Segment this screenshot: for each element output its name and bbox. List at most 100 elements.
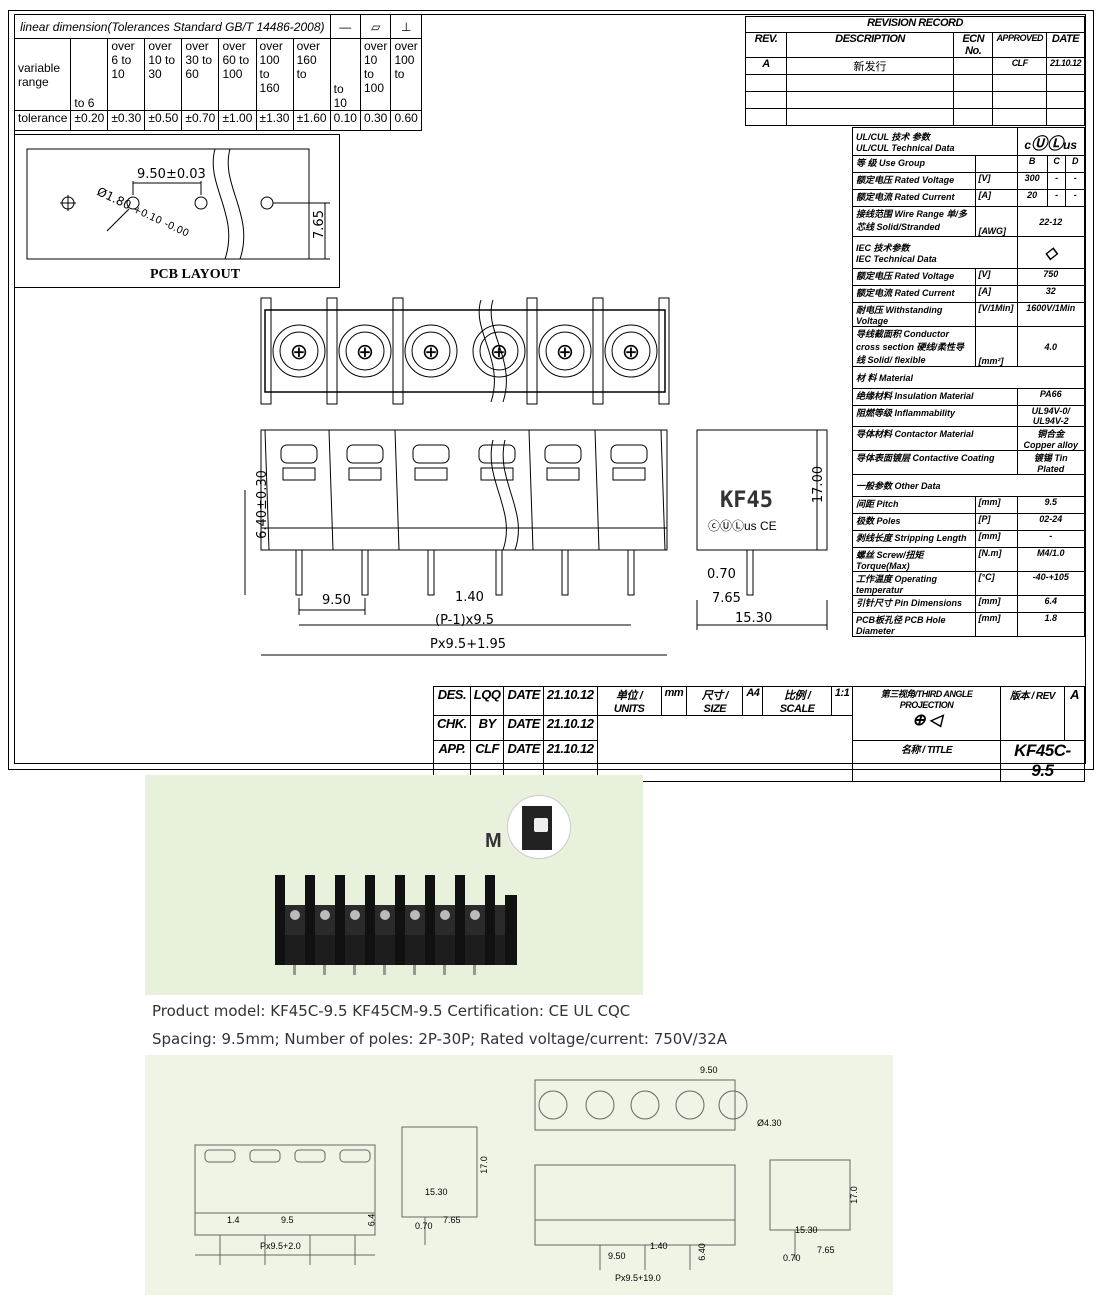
bottom-left-pin-dim: 1.4 xyxy=(227,1215,240,1225)
rev-header: REV. xyxy=(745,32,787,58)
pcb-height-dim: 7.65 xyxy=(311,210,327,239)
bottom-right-pin-dim: 1.40 xyxy=(650,1241,668,1251)
spec-unit: [N.m] xyxy=(974,547,1018,572)
spec-unit: [mm] xyxy=(974,496,1018,514)
spec-value: - xyxy=(1046,172,1067,190)
spec-unit: [mm] xyxy=(974,530,1018,548)
spec-label: 额定电压 Rated Voltage xyxy=(852,268,976,286)
range-cell: over 10 to 30 xyxy=(144,38,183,111)
spec-label: 导线截面积 Conductor cross section 硬线/柔性导线 So… xyxy=(852,326,976,367)
spec-label: 工作温度 Operating temperatur xyxy=(852,571,976,596)
title-cell: 21.10.12 xyxy=(542,686,598,716)
spec-value: 4.0 xyxy=(1016,326,1085,367)
spec-value: UL94V-0/ UL94V-2 xyxy=(1016,405,1085,427)
spec-label: 导体材料 Contactor Material xyxy=(852,426,1018,451)
range-cell: over 100 to 160 xyxy=(255,38,294,111)
range-cell: to 10 xyxy=(329,38,361,111)
svg-text:⊕: ⊕ xyxy=(622,340,640,365)
spec-value: - xyxy=(1046,189,1067,207)
spec-label: 额定电压 Rated Voltage xyxy=(852,172,976,190)
spec-value: 32 xyxy=(1016,285,1085,303)
spec-value: D xyxy=(1065,155,1085,173)
spec-value: 铜合金 Copper alloy xyxy=(1016,426,1085,451)
range-cell: over 160 to xyxy=(292,38,331,111)
revision-table: REVISION RECORD REV. DESCRIPTION ECN No.… xyxy=(745,16,1086,126)
svg-text:⊕: ⊕ xyxy=(290,340,308,365)
tolerance-value: ±1.60 xyxy=(292,110,331,131)
projection-cell: 第三视角/THIRD ANGLE PROJECTION ⊕ ◁ xyxy=(852,686,1001,741)
bottom-left-pitch-dim: 9.5 xyxy=(281,1215,294,1225)
pin-width-dim: 1.40 xyxy=(455,590,484,605)
spec-value: PA66 xyxy=(1016,388,1085,406)
spec-label: 阻燃等级 Inflammability xyxy=(852,405,1018,427)
ecn-header: ECN No. xyxy=(952,32,994,58)
straightness-symbol: — xyxy=(329,14,361,39)
pcb-pitch-dim: 9.50±0.03 xyxy=(137,167,206,182)
spec-value: 02-24 xyxy=(1016,513,1085,531)
approved-header: APPROVED xyxy=(992,32,1047,58)
material-title: 材 料 Material xyxy=(852,366,1085,389)
pcb-layout-box: 9.50±0.03 Ø1.80 +0.10 -0.00 7.65 PCB LAY… xyxy=(14,134,340,288)
bottom-right-pitch-dim: 9.50 xyxy=(608,1251,626,1261)
spec-value: 300 xyxy=(1016,172,1048,190)
spec-unit: [mm] xyxy=(974,595,1018,613)
spec-value: 750 xyxy=(1016,268,1085,286)
name-label: 名称 / TITLE xyxy=(852,740,1001,782)
span-dim: (P-1)x9.5 xyxy=(435,613,495,628)
range-cell: over 100 to xyxy=(390,38,422,111)
bottom-side-width-dim: 15.30 xyxy=(425,1187,448,1197)
variant-inset xyxy=(507,795,571,859)
other-title: 一般参数 Other Data xyxy=(852,474,1085,497)
svg-text:⊕: ⊕ xyxy=(356,340,374,365)
iec-title-cn: IEC 技术参数 xyxy=(856,243,910,253)
side-cert-marks: ⓒⓊⓁus CE xyxy=(708,519,777,533)
tolerance-value: 0.60 xyxy=(390,110,422,131)
spec-value: - xyxy=(1065,189,1085,207)
tolerance-value: ±1.00 xyxy=(218,110,257,131)
height-dim: 6.40±0.30 xyxy=(254,470,270,539)
range-cell: to 6 xyxy=(70,38,109,111)
title-cell: LQQ xyxy=(469,686,505,716)
vde-logo-icon: ◇ xyxy=(1016,236,1085,269)
svg-text:⊕: ⊕ xyxy=(422,340,440,365)
title-cell: DATE xyxy=(503,686,544,716)
spec-unit: [mm] xyxy=(974,612,1018,637)
spec-value: 20 xyxy=(1016,189,1048,207)
spec-value: -40-+105 xyxy=(1016,571,1085,596)
tolerance-value: 0.10 xyxy=(329,110,361,131)
bottom-top-hole-dim: Ø4.30 xyxy=(757,1118,782,1128)
variable-range-label: variable range xyxy=(13,38,72,111)
scale-label: 比例 / SCALE xyxy=(762,686,832,716)
tolerance-value: ±0.20 xyxy=(70,110,109,131)
bottom-side-height-dim: 17.0 xyxy=(478,1156,489,1174)
tolerance-title: linear dimension(Tolerances Standard GB/… xyxy=(14,14,331,39)
title-cell: BY xyxy=(469,715,505,741)
side-height-dim: 17.00 xyxy=(811,465,827,504)
range-cell: over 30 to 60 xyxy=(181,38,220,111)
terminal-block-photo xyxy=(275,875,517,975)
side-pin-dim: 0.70 xyxy=(707,567,736,582)
spec-label: 剥线长度 Stripping Length xyxy=(852,530,976,548)
spec-label: 导体表面镀层 Contactive Coating xyxy=(852,450,1018,475)
size-value: A4 xyxy=(742,686,764,716)
projection-label: 第三视角/THIRD ANGLE PROJECTION xyxy=(880,689,973,710)
svg-text:⊕: ⊕ xyxy=(556,340,574,365)
tolerance-value: ±0.70 xyxy=(181,110,220,131)
revision-cell: 新发行 xyxy=(786,57,954,75)
spec-label: 额定电流 Rated Current xyxy=(852,189,976,207)
bottom-drawing-panel: 1.4 9.5 Px9.5+2.0 6.4 15.30 17.0 0.70 7.… xyxy=(145,1055,893,1295)
bottom-rside-width-dim: 15.30 xyxy=(795,1225,818,1235)
title-cell: 21.10.12 xyxy=(542,715,598,741)
spec-label: 绝缘材料 Insulation Material xyxy=(852,388,1018,406)
side-width-dim: 15.30 xyxy=(735,611,773,626)
flatness-symbol: ▱ xyxy=(359,14,392,39)
bottom-rside-offset-dim: 7.65 xyxy=(817,1245,835,1255)
caption-model: Product model: KF45C-9.5 KF45CM-9.5 Cert… xyxy=(152,1002,631,1020)
size-label: 尺寸 / SIZE xyxy=(686,686,744,716)
title-cell: DES. xyxy=(433,686,471,716)
date-header: DATE xyxy=(1045,32,1086,58)
spec-value: C xyxy=(1046,155,1067,173)
spec-label: PCB板孔径 PCB Hole Diameter xyxy=(852,612,976,637)
pcb-layout-title: PCB LAYOUT xyxy=(150,267,241,282)
wire-range-value: 22-12 xyxy=(1016,206,1085,237)
